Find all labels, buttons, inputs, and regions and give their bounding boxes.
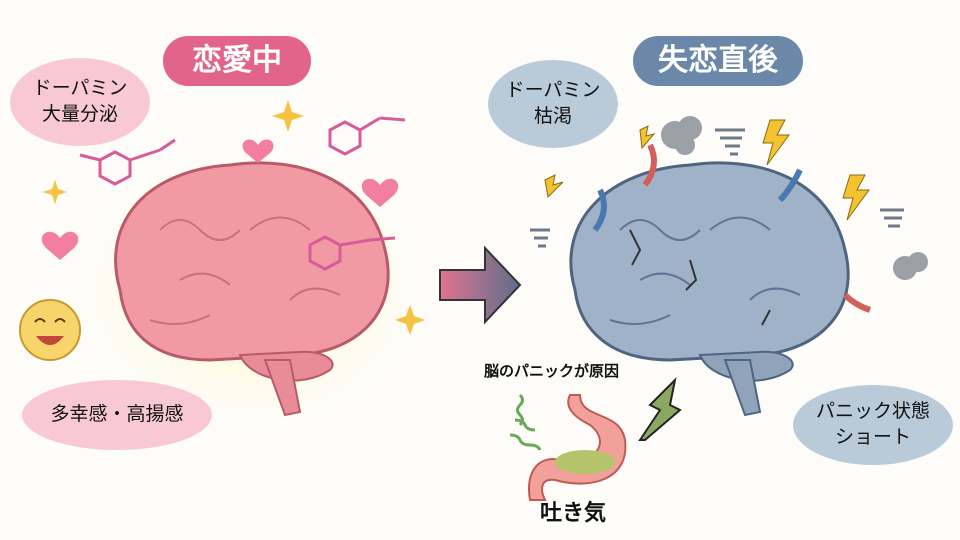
tornado-icons <box>530 128 904 248</box>
bubble-line: ドーパミン <box>32 77 128 100</box>
stomach-icon <box>528 394 627 501</box>
frayed-wire-icons <box>592 143 871 313</box>
heart-icons <box>41 139 399 260</box>
transition-arrow <box>439 245 522 325</box>
dopamine-molecule-icons <box>79 116 406 271</box>
nausea-label: 吐き気 <box>540 501 607 526</box>
panic-short-bubble: パニック状態 ショート <box>793 385 953 465</box>
bubble-line: 大量分泌 <box>41 103 118 125</box>
dopamine-depleted-bubble: ドーパミン 枯渇 <box>488 60 618 148</box>
cause-label: 脳のパニックが原因 <box>484 362 620 380</box>
nausea-wave-icons <box>509 393 542 451</box>
bubble-line: パニック状態 <box>815 400 930 423</box>
blue-brain <box>569 161 850 417</box>
pink-brain <box>60 140 440 440</box>
bubble-line: 枯渇 <box>533 105 572 127</box>
bubble-line: 多幸感・高揚感 <box>50 403 184 426</box>
sparkle-icons <box>43 100 425 335</box>
euphoria-bubble: 多幸感・高揚感 <box>22 380 212 450</box>
smiley-face-icon <box>19 299 81 361</box>
bubble-line: ショート <box>834 426 911 448</box>
bubble-line: ドーパミン <box>505 79 601 102</box>
lightning-icons <box>544 119 870 221</box>
dopamine-surge-bubble: ドーパミン 大量分泌 <box>10 58 150 146</box>
love-title-badge: 恋愛中 <box>163 36 311 86</box>
zap-arrow-icon <box>638 376 682 441</box>
heartbreak-title-badge: 失恋直後 <box>633 36 803 86</box>
smoke-icons <box>661 116 928 280</box>
